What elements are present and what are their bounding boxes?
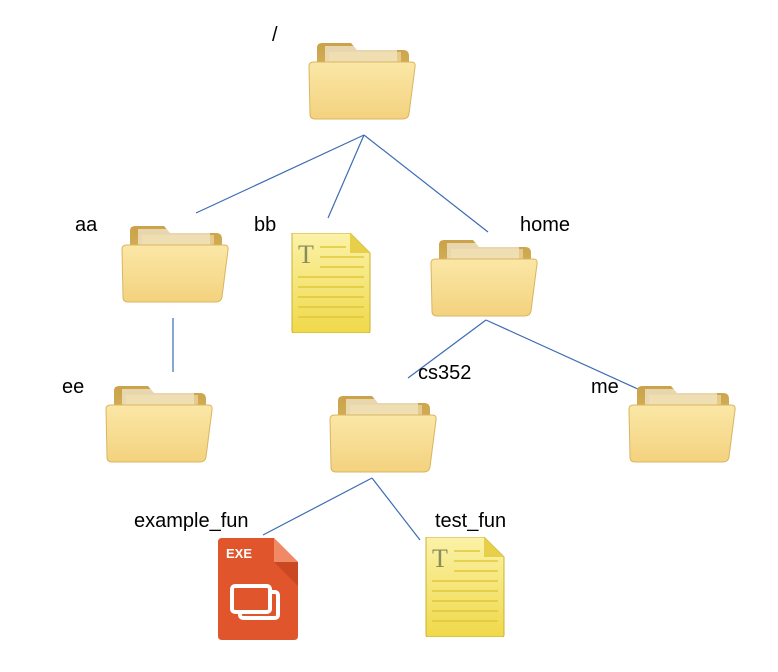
edge-home-me [485, 319, 641, 391]
node-label-home: home [520, 214, 571, 236]
folder-icon[interactable] [118, 223, 230, 305]
node-label-root: / [272, 24, 278, 46]
node-label-ee: ee [62, 376, 85, 398]
exe-badge: EXE [226, 546, 253, 561]
node-label-me: me [591, 376, 619, 398]
edge-root-bb [327, 134, 365, 219]
node-label-test-fun: test_fun [435, 510, 507, 532]
folder-icon[interactable] [427, 237, 539, 319]
text-file-icon[interactable] [424, 537, 506, 637]
node-label-aa: aa [75, 214, 98, 236]
folder-icon[interactable] [326, 393, 438, 475]
edge-root-aa [195, 134, 365, 214]
edge-home-cs352 [407, 319, 487, 379]
folder-icon[interactable] [102, 383, 214, 465]
node-label-cs352: cs352 [418, 362, 472, 384]
exe-file-icon[interactable]: EXE [218, 538, 300, 640]
node-label-example-fun: example_fun [134, 510, 249, 532]
node-label-bb: bb [254, 214, 277, 236]
edge-root-home [363, 134, 489, 233]
text-file-icon[interactable] [290, 233, 372, 333]
edge-cs352-test [371, 477, 421, 541]
edge-cs352-example [262, 477, 373, 536]
folder-icon[interactable] [305, 40, 417, 122]
folder-icon[interactable] [625, 383, 737, 465]
